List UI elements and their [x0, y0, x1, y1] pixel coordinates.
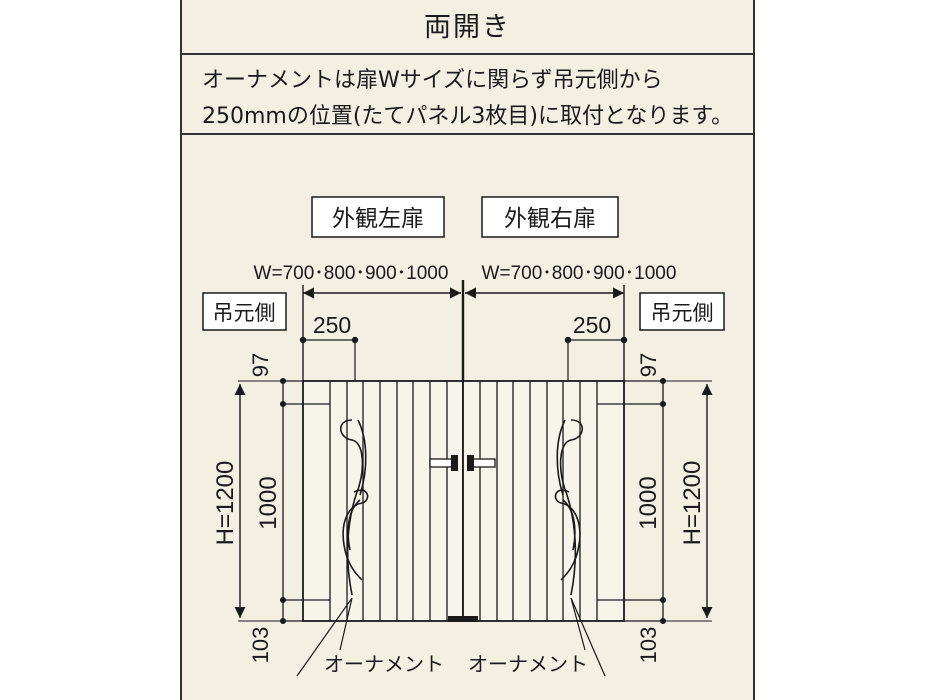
offset-label-left: 250	[313, 312, 351, 338]
handle-right	[467, 455, 496, 471]
ornament-leaders	[296, 597, 606, 677]
left-leaf-label: 外観左扉	[332, 206, 424, 232]
bottom-gap-right: 103	[636, 627, 661, 664]
width-dimension	[302, 280, 625, 381]
height-label-right: H=1200	[679, 461, 706, 546]
panel-height-right: 1000	[635, 476, 662, 529]
ornament-right-graphic	[554, 419, 584, 596]
right-leaf-label: 外観右扉	[504, 206, 596, 232]
note-line-1: オーナメントは扉Wサイズに関らず吊元側から	[202, 68, 663, 93]
panel-height-left: 1000	[255, 476, 282, 529]
vertical-slats	[329, 381, 598, 621]
top-gap-left: 97	[248, 353, 273, 377]
left-leaf-label-box: 外観左扉	[311, 196, 445, 238]
note-band: オーナメントは扉Wサイズに関らず吊元側から 250mmの位置(たてパネル3枚目)…	[180, 55, 755, 135]
hinge-right-label: 吊元側	[651, 301, 714, 325]
offset-label-right: 250	[573, 312, 611, 338]
bottom-gap-left: 103	[248, 627, 273, 664]
height-label-left: H=1200	[212, 461, 239, 546]
right-door-leaf	[462, 380, 625, 622]
post-lines	[238, 377, 712, 625]
top-gap-right: 97	[636, 353, 661, 377]
handle-left	[429, 455, 458, 471]
note-line-2: 250mmの位置(たてパネル3枚目)に取付となります。	[202, 104, 734, 129]
hinge-left-label: 吊元側	[213, 301, 276, 325]
width-label-right: W=700･800･900･1000	[482, 263, 677, 284]
hinge-left-box: 吊元側	[202, 292, 287, 331]
width-label-left: W=700･800･900･1000	[254, 263, 449, 284]
title-band: 両開き	[180, 0, 755, 55]
ornament-label-left: オーナメント	[324, 652, 444, 676]
ornament-label-right: オーナメント	[468, 652, 588, 676]
hinge-right-box: 吊元側	[639, 292, 725, 331]
right-leaf-label-box: 外観右扉	[481, 196, 619, 238]
gate-body	[302, 380, 625, 622]
height-dimension	[234, 384, 713, 618]
page-title: 両開き	[424, 12, 511, 43]
center-stop	[448, 616, 478, 622]
left-door-leaf	[302, 380, 464, 622]
ornament-left-graphic	[339, 419, 369, 596]
